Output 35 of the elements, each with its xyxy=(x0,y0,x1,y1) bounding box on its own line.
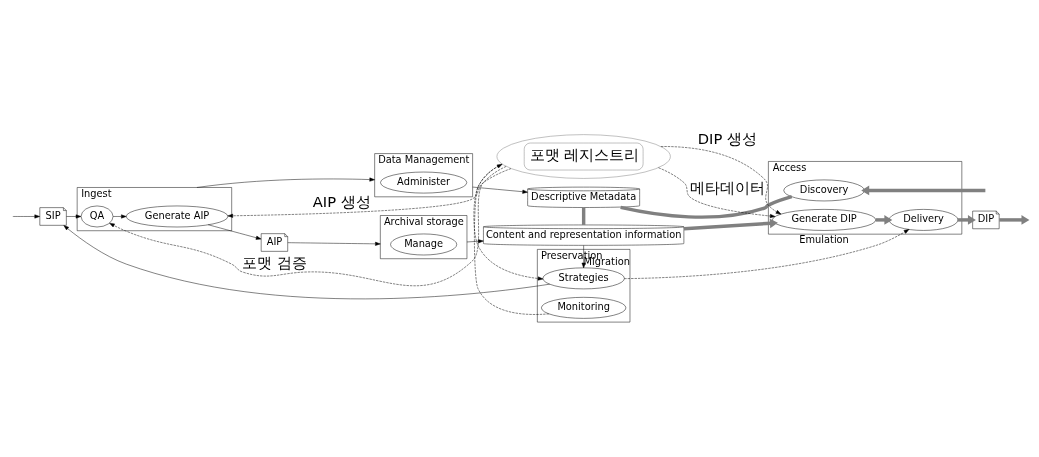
arrow xyxy=(861,185,986,195)
node-ellipse: Generate AIP xyxy=(125,205,229,227)
node-ellipse: Monitoring xyxy=(541,296,627,319)
edge-label: 메타데이터 xyxy=(689,178,765,196)
arrow xyxy=(474,163,550,315)
arrow xyxy=(957,214,976,225)
arrow xyxy=(658,167,776,218)
arrow xyxy=(227,167,512,218)
edge-label: DIP 생성 xyxy=(697,129,757,147)
node-ellipse: Manage xyxy=(390,233,457,255)
connector xyxy=(620,194,793,219)
arrow xyxy=(287,241,381,246)
arrow xyxy=(112,214,127,218)
connector xyxy=(581,206,586,225)
arrow xyxy=(624,228,910,279)
arrow xyxy=(66,214,82,218)
arrow xyxy=(466,238,484,243)
node-ellipse: Discovery xyxy=(783,179,865,201)
arrow xyxy=(875,214,893,225)
arrow xyxy=(207,224,262,240)
node-ellipse: Administer xyxy=(380,171,468,193)
arrow xyxy=(12,214,40,218)
edge-label: 포맷 검증 xyxy=(242,253,307,271)
arrow xyxy=(472,186,528,194)
arrow xyxy=(109,165,507,286)
edge-label: AIP 생성 xyxy=(312,192,371,210)
arrow xyxy=(196,177,375,188)
arrow xyxy=(473,163,544,280)
arrow xyxy=(683,217,778,230)
node-ellipse: Delivery xyxy=(888,208,959,231)
arrow xyxy=(660,145,782,214)
edge-label: Emulation xyxy=(799,233,849,245)
node-ellipse: Strategies xyxy=(542,267,625,289)
arrow xyxy=(581,244,586,268)
arrow xyxy=(63,224,550,299)
